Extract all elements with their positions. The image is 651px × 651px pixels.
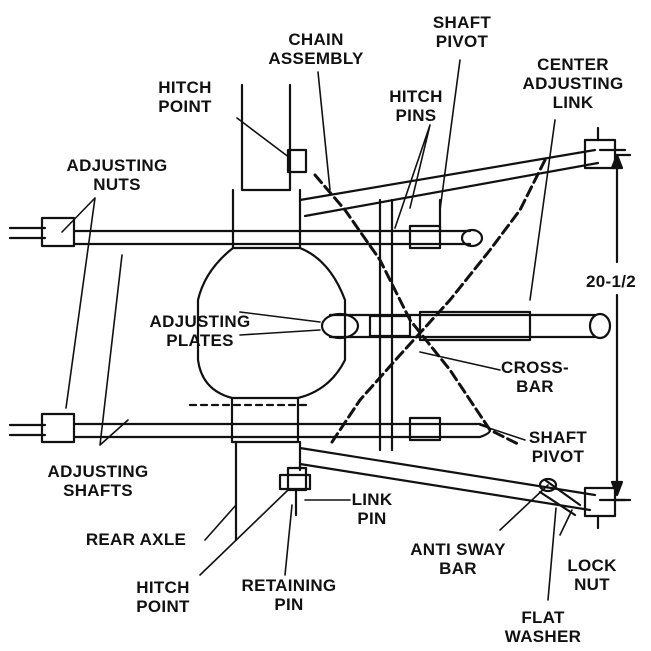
leader-lines [61, 59, 573, 601]
label-rear-axle: REAR AXLE [85, 530, 187, 549]
anti-sway-bar [538, 477, 582, 517]
label-cross-bar: CROSS-BAR [501, 358, 569, 396]
rear-axle-housing [188, 83, 347, 542]
center-adjusting-link [320, 310, 612, 342]
upper-adjusting-shaft [8, 216, 484, 250]
lower-adjusting-shaft [8, 412, 492, 444]
label-dimension: 20-1/2 [585, 272, 636, 291]
dimension-line [598, 148, 627, 502]
hitch-bolts [278, 148, 312, 517]
upper-sway-link [298, 126, 632, 218]
chain-assembly [313, 158, 547, 447]
